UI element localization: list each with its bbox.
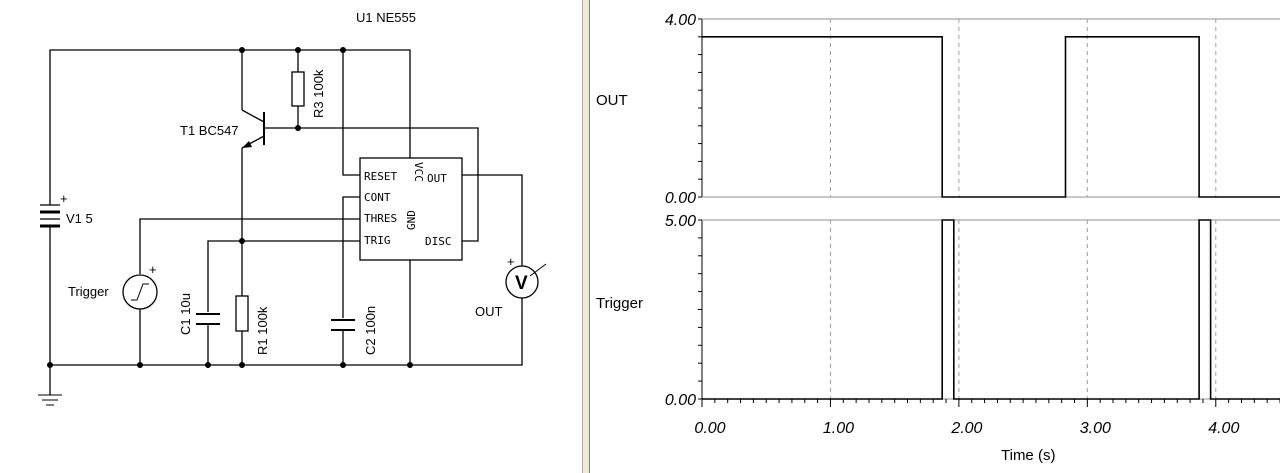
r3-label: R3 100k [311,69,326,118]
voltmeter-arrow-icon [529,263,547,277]
panel-splitter[interactable] [582,0,590,473]
y-tick-label: 4.00 [665,12,696,29]
simulation-plot-panel[interactable]: 0.00 1.00 2.00 3.00 4.00 4.00 0.00 5.00 0.00 OU… [590,0,1280,473]
x-tick-label: 2.00 [950,420,982,437]
transistor-t1[interactable] [241,109,265,149]
wire-ground-rail [49,245,523,366]
battery-v1[interactable] [40,195,60,245]
resistor-r1[interactable] [235,295,249,332]
c1-label: C1 10u [178,293,193,335]
ic-label: U1 NE555 [356,10,416,25]
pin-cont-label: CONT [364,191,391,204]
r1-label: R1 100k [255,306,270,355]
ground-symbol [38,394,62,406]
panel-trigger-label: Trigger [596,295,643,312]
x-tick-label: 1.00 [823,420,854,437]
y-tick-label: 5.00 [665,213,696,230]
resistor-r3[interactable] [291,71,305,107]
panel-out-label: OUT [596,92,628,109]
wire-cont [342,196,360,318]
y-ticks: 4.00 0.00 5.00 0.00 [665,12,696,409]
x-tick-label: 0.00 [694,420,725,437]
pin-vcc-label: VCC [412,162,425,182]
x-ticks: 0.00 1.00 2.00 3.00 4.00 [694,399,1280,437]
schematic-svg: + V1 5 T1 BC547 R3 100k U1 NE555 RESET V… [38,10,547,406]
pin-thres-label: THRES [364,212,397,225]
voltmeter-plus-sign: + [507,254,515,269]
ic-ne555[interactable] [359,157,463,261]
grid-layer [829,19,1217,399]
x-axis-label: Time (s) [1001,447,1055,464]
capacitor-c2[interactable] [331,319,355,331]
wire-thres [139,218,360,274]
pin-gnd-label: GND [405,210,418,230]
pin-trig-label: TRIG [364,234,391,247]
voltmeter-label: OUT [475,304,503,319]
pin-disc-label: DISC [425,235,452,248]
series-line-trigger [702,219,1280,400]
wire-reset [342,50,360,176]
x-tick-label: 3.00 [1080,420,1111,437]
voltmeter-symbol: V [515,273,528,294]
c2-label: C2 100n [363,306,378,355]
pin-out-label: OUT [427,172,447,185]
schematic-canvas[interactable]: + V1 5 T1 BC547 R3 100k U1 NE555 RESET V… [0,0,582,473]
series-line-out [702,35,1280,198]
capacitor-c1[interactable] [196,313,220,325]
wire-trig [207,240,360,312]
junction-dots [47,47,413,368]
battery-plus-sign: + [60,191,68,206]
transient-chart: 0.00 1.00 2.00 3.00 4.00 4.00 0.00 5.00 0.00 OU… [596,12,1280,464]
y-tick-label: 0.00 [665,392,696,409]
series-layer [702,35,1280,400]
wire-top-rail [49,49,411,195]
axes-frame [698,18,1280,400]
trigger-ramp-icon [131,283,149,301]
transistor-label: T1 BC547 [180,123,239,138]
y-tick-label: 0.00 [665,190,696,207]
wire-out [462,174,523,266]
x-tick-label: 4.00 [1208,420,1239,437]
trigger-plus-sign: + [149,262,157,277]
battery-label: V1 5 [66,211,93,226]
pin-reset-label: RESET [364,170,397,183]
wire-disc [298,127,479,242]
trigger-label: Trigger [68,284,109,299]
